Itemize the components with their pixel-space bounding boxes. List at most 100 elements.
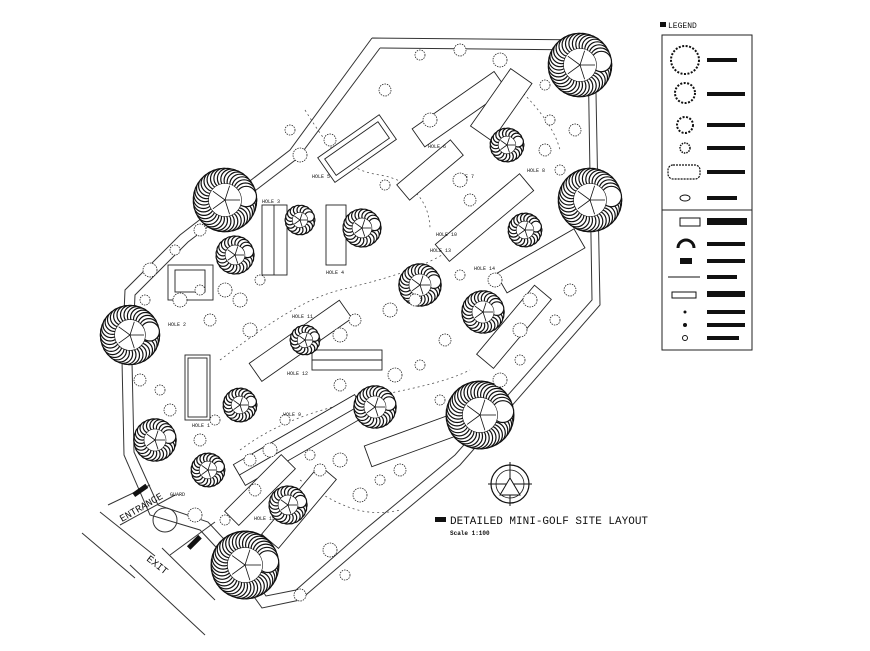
tree-4 [99, 304, 161, 366]
title-marker [435, 517, 446, 522]
tree-15 [190, 452, 226, 488]
shrub-26 [333, 378, 347, 392]
shrub-44 [393, 463, 407, 477]
legend-hole-tee-icon [679, 217, 747, 227]
shrub-39 [332, 452, 348, 468]
tree-8 [215, 235, 255, 275]
hole-label-5: HOLE 5 [312, 174, 330, 180]
shrub-33 [492, 372, 508, 388]
hole-labels: HOLE 1 HOLE 2 HOLE 3 HOLE 4 HOLE 5 HOLE … [168, 144, 545, 522]
legend-light-small-icon [683, 310, 745, 314]
hole-label-12: HOLE 12 [287, 371, 308, 377]
shrubs [133, 43, 582, 602]
site-boundary [121, 37, 601, 609]
hole-label-2: HOLE 2 [168, 322, 186, 328]
guard-label: GUARD [170, 492, 185, 498]
hole-10-lane [434, 173, 535, 262]
legend-title: LEGEND [668, 22, 697, 31]
large-trees [99, 32, 623, 600]
legend-paving-icon [671, 291, 745, 299]
legend-small-tree-icon [676, 116, 745, 134]
tree-17 [507, 212, 543, 248]
shrub-24 [242, 322, 258, 338]
hole-12-lane [311, 349, 383, 371]
shrub-50 [133, 373, 147, 387]
shrub-61 [209, 414, 221, 426]
shrub-3 [492, 52, 508, 68]
legend-shrub-icon [679, 142, 745, 154]
shrub-43 [374, 474, 386, 486]
hole-label-6: HOLE 6 [428, 144, 446, 150]
shrub-4 [539, 79, 551, 91]
shrub-53 [408, 293, 422, 307]
shrub-49 [139, 294, 151, 306]
shrub-28 [414, 359, 426, 371]
shrub-6 [422, 112, 438, 128]
hole-8-lane [469, 68, 533, 142]
legend-groundcover-icon [667, 164, 745, 180]
shrub-20 [163, 403, 177, 417]
shrub-46 [339, 569, 351, 581]
hole-1-lane [184, 354, 211, 421]
legend-line-icon [668, 275, 737, 279]
tree-3 [192, 167, 258, 233]
exit-gate [186, 534, 202, 550]
tree-14 [222, 387, 258, 423]
shrub-32 [563, 283, 577, 297]
shrub-9 [292, 147, 308, 163]
shrub-48 [187, 507, 203, 523]
shrub-5 [378, 83, 392, 97]
hole-6-lane [411, 70, 508, 148]
hole-5-lane [317, 114, 397, 183]
tree-16 [489, 127, 525, 163]
tree-2 [557, 167, 623, 233]
hole-label-14: HOLE 14 [474, 266, 495, 272]
tree-13 [268, 485, 308, 525]
hole-label-9: HOLE 9 [283, 412, 301, 418]
tree-18 [284, 204, 316, 236]
drawing-scale: Scale 1:100 [450, 530, 490, 537]
shrub-42 [352, 487, 368, 503]
shrub-27 [387, 367, 403, 383]
legend-light-medium-icon [683, 323, 745, 327]
shrub-38 [313, 463, 327, 477]
tree-19 [289, 324, 321, 356]
shrub-64 [194, 284, 206, 296]
shrub-16 [169, 244, 181, 256]
hole-label-11: HOLE 11 [292, 314, 313, 320]
shrub-14 [568, 123, 582, 137]
shrub-45 [322, 542, 338, 558]
shrub-35 [243, 453, 257, 467]
legend-boulder-icon [679, 194, 737, 202]
tree-9 [342, 208, 382, 248]
shrub-1 [414, 49, 426, 61]
shrub-54 [382, 302, 398, 318]
shrub-8 [323, 133, 337, 147]
shrub-22 [254, 274, 266, 286]
shrub-13 [544, 114, 556, 126]
hole-label-10: HOLE 10 [436, 232, 457, 238]
legend-large-tree-icon [670, 45, 737, 75]
tree-12 [353, 385, 397, 429]
shrub-19 [154, 384, 166, 396]
shrub-57 [512, 322, 528, 338]
north-arrow-icon [488, 462, 532, 506]
shrub-41 [248, 483, 262, 497]
shrub-30 [522, 292, 538, 308]
hole-label-3: HOLE 3 [262, 199, 280, 205]
shrub-36 [262, 442, 278, 458]
shrub-37 [304, 449, 316, 461]
entrance-gate [132, 483, 149, 498]
shrub-47 [293, 588, 307, 602]
tree-7 [133, 418, 177, 462]
hole-2-lane [167, 264, 214, 301]
shrub-10 [379, 179, 391, 191]
tree-5 [445, 380, 515, 450]
tree-11 [461, 290, 505, 334]
shrub-23 [203, 313, 217, 327]
hole-label-13: HOLE 13 [430, 248, 451, 254]
shrub-15 [142, 262, 158, 278]
shrub-31 [549, 314, 561, 326]
shrub-25 [279, 414, 291, 426]
